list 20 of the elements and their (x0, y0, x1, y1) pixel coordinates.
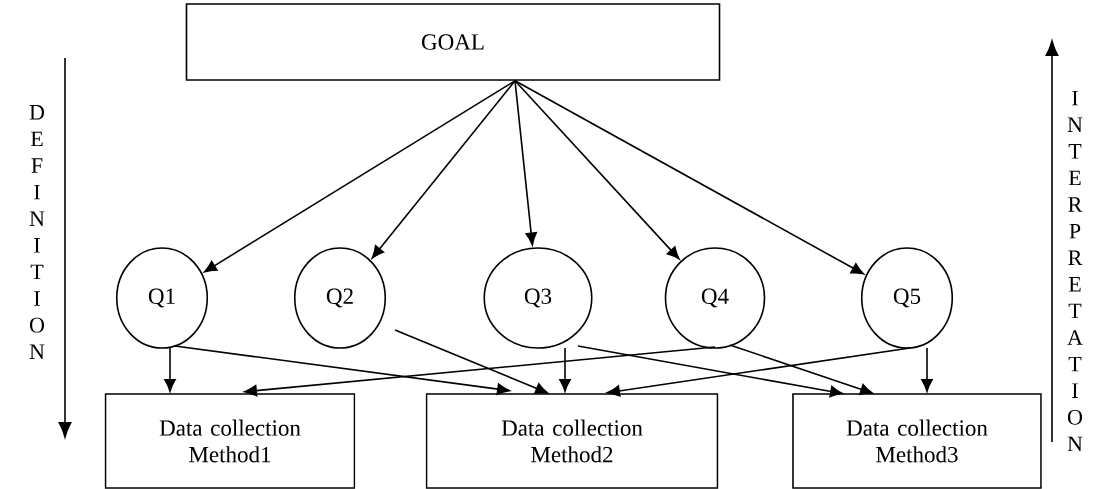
arrow (394, 329, 549, 394)
process-box: Data collection Method3 (792, 393, 1042, 489)
arrow (607, 347, 911, 397)
arrow (174, 345, 510, 395)
arrow (514, 80, 680, 260)
arrow (559, 347, 571, 392)
vertical-label: DEFINITION (29, 105, 45, 359)
process-box: Data collection Method1 (104, 393, 356, 489)
process-box: Data collection Method2 (425, 393, 719, 489)
arrow (921, 347, 933, 392)
arrow (203, 80, 516, 273)
arrow (514, 80, 865, 275)
arrow (577, 345, 843, 398)
arrow (244, 346, 716, 397)
arrow (514, 80, 537, 246)
process-box: GOAL (185, 3, 721, 81)
arrow (164, 347, 176, 392)
vertical-label: INTERPRETATION (1067, 90, 1083, 452)
arrow (371, 80, 516, 259)
arrow (729, 344, 874, 395)
